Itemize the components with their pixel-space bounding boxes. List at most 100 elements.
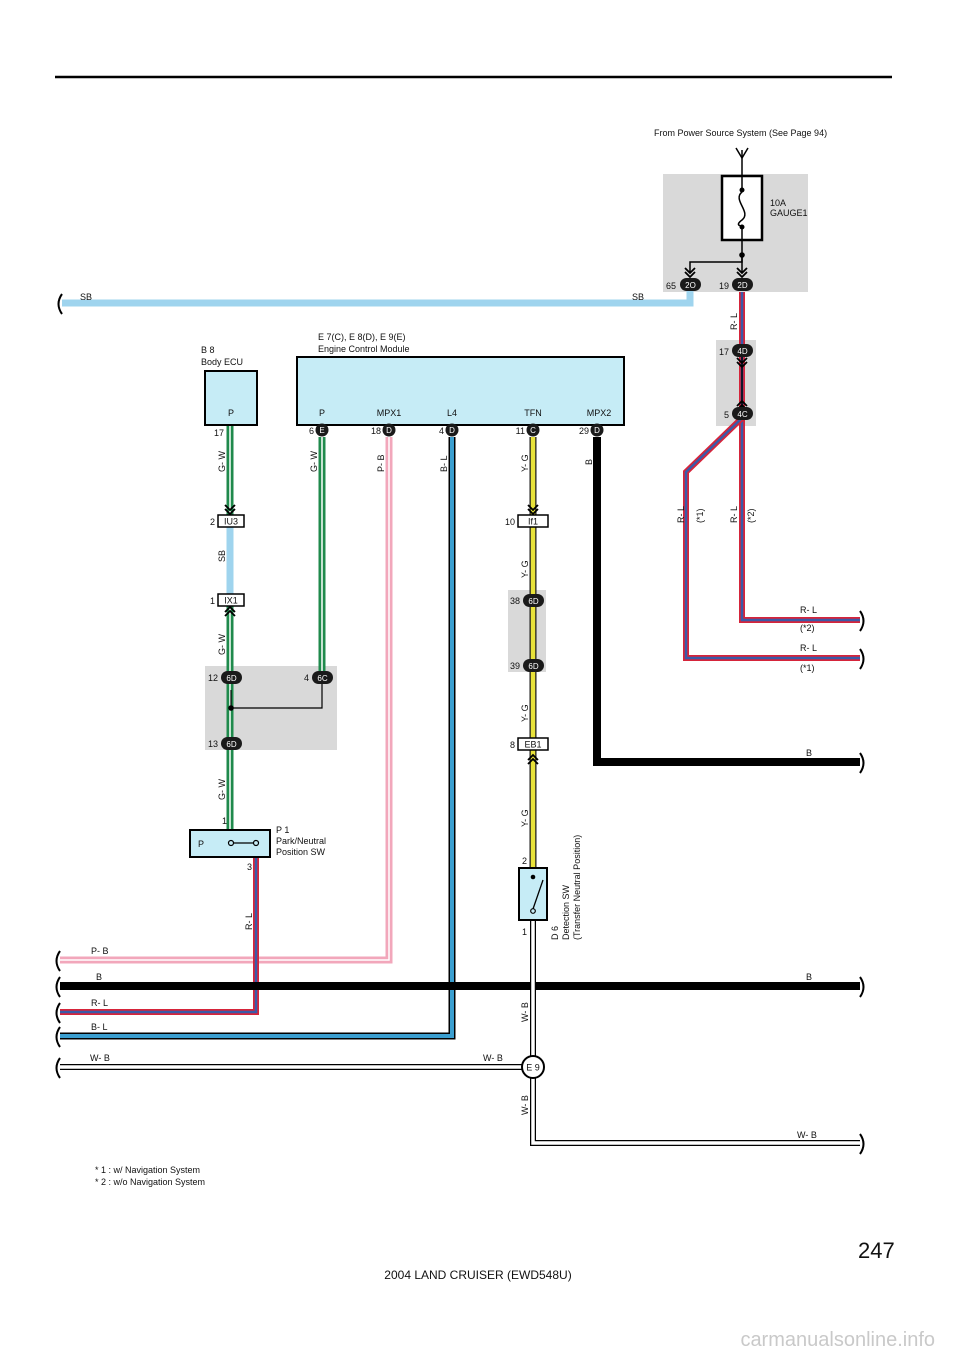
switch-lever-icon bbox=[532, 879, 544, 910]
wire-label-gw-ecm: G- W bbox=[309, 451, 319, 472]
svg-text:12: 12 bbox=[208, 673, 218, 683]
svg-text:D: D bbox=[594, 426, 600, 435]
connector-eb1: 8 EB1 bbox=[510, 737, 549, 751]
svg-text:6D: 6D bbox=[226, 740, 236, 749]
wire-rl-vertical bbox=[739, 292, 860, 623]
wire-bl bbox=[60, 437, 456, 1040]
page-number: 247 bbox=[858, 1238, 895, 1263]
connector-6d-38: 38 6D bbox=[510, 594, 544, 607]
svg-text:6D: 6D bbox=[528, 662, 538, 671]
svg-text:18: 18 bbox=[371, 426, 381, 436]
wire-rl-park-neutral bbox=[60, 856, 259, 1015]
connector-iu3: 2 IU3 bbox=[210, 514, 245, 528]
wire-label-yg-1: Y- G bbox=[520, 454, 530, 472]
wire-sb-main bbox=[62, 283, 694, 307]
wire-label-b-mpx2: B bbox=[584, 459, 594, 465]
connector-ix1: 1 IX1 bbox=[210, 593, 245, 607]
connector-2d: 19 2D bbox=[719, 278, 753, 291]
wire-junction-6d bbox=[230, 684, 323, 709]
svg-text:6: 6 bbox=[309, 426, 314, 436]
svg-text:4D: 4D bbox=[737, 347, 747, 356]
wire-break-marks bbox=[55, 293, 865, 1155]
body-ecu-code: B 8 bbox=[201, 345, 215, 355]
page-title: 2004 LAND CRUISER (EWD548U) bbox=[384, 1268, 571, 1282]
wire-label-wb-right: W- B bbox=[797, 1130, 817, 1140]
connector-4c: 5 4C bbox=[724, 407, 753, 420]
fuse-rating: 10A bbox=[770, 198, 786, 208]
power-source-note: From Power Source System (See Page 94) bbox=[654, 128, 827, 138]
ecm-terminal-mpx2: MPX2 bbox=[587, 408, 612, 418]
watermark: carmanualsonline.info bbox=[740, 1329, 935, 1351]
wire-label-sb-vertical: SB bbox=[217, 550, 227, 562]
wire-pb bbox=[60, 437, 393, 964]
wire-label-pb: P- B bbox=[376, 454, 386, 472]
det-name-1: Detection SW bbox=[561, 884, 571, 940]
svg-text:6C: 6C bbox=[317, 674, 327, 683]
ecm-terminal-tfn: TFN bbox=[524, 408, 542, 418]
wire-label-wb-mid: W- B bbox=[483, 1053, 503, 1063]
pn-name-2: Position SW bbox=[276, 847, 326, 857]
wire-label-star1-right: (*1) bbox=[800, 663, 815, 673]
svg-text:IX1: IX1 bbox=[224, 596, 238, 606]
connector-if1: 10 If1 bbox=[505, 514, 549, 528]
ecm-terminal-mpx1: MPX1 bbox=[377, 408, 402, 418]
ecm-connector-e6: 6 E bbox=[309, 423, 329, 437]
svg-text:38: 38 bbox=[510, 596, 520, 606]
svg-text:2O: 2O bbox=[685, 281, 696, 290]
svg-text:E: E bbox=[319, 426, 324, 435]
power-arrow-icon bbox=[735, 147, 749, 160]
note-star2: * 2 : w/o Navigation System bbox=[95, 1177, 205, 1187]
svg-text:C: C bbox=[530, 426, 536, 435]
connector-6d-13: 13 6D bbox=[208, 737, 242, 750]
svg-text:2: 2 bbox=[210, 517, 215, 527]
wire-rl-star1 bbox=[683, 415, 860, 661]
svg-text:EB1: EB1 bbox=[524, 740, 541, 750]
wire-label-star2-vertical: (*2) bbox=[746, 508, 756, 523]
ground-code: E 9 bbox=[526, 1063, 540, 1073]
pn-name-1: Park/Neutral bbox=[276, 836, 326, 846]
pn-code: P 1 bbox=[276, 825, 289, 835]
fuse-terminal bbox=[739, 187, 745, 193]
wire-label-rl-right-1: R- L bbox=[800, 605, 817, 615]
fuse-name: GAUGE1 bbox=[770, 208, 808, 218]
body-ecu-pin: 17 bbox=[214, 428, 224, 438]
svg-text:4: 4 bbox=[439, 426, 444, 436]
svg-text:39: 39 bbox=[510, 661, 520, 671]
svg-text:17: 17 bbox=[719, 347, 729, 357]
wire-label-bl: B- L bbox=[439, 455, 449, 472]
ecm-connector-d29: 29 D bbox=[579, 423, 604, 437]
svg-text:5: 5 bbox=[724, 410, 729, 420]
svg-text:D: D bbox=[449, 426, 455, 435]
connector-2o: 65 2O bbox=[666, 278, 701, 291]
pn-terminal: P bbox=[198, 839, 204, 849]
det-code: D 6 bbox=[550, 926, 560, 940]
wire-label-gw-1: G- W bbox=[217, 451, 227, 472]
wire-label-rl-pn: R- L bbox=[244, 913, 254, 930]
connector-4d: 17 4D bbox=[719, 344, 753, 357]
wire-b-mpx2 bbox=[593, 437, 860, 766]
wire-label-bl-left: B- L bbox=[91, 1022, 108, 1032]
det-pin-1: 1 bbox=[522, 927, 527, 937]
svg-text:65: 65 bbox=[666, 281, 676, 291]
wire-label-gw-2: G- W bbox=[217, 634, 227, 655]
pn-pin-3: 3 bbox=[247, 862, 252, 872]
wire-label-b-left: B bbox=[96, 972, 102, 982]
ecm-box bbox=[296, 356, 625, 426]
svg-text:6D: 6D bbox=[528, 597, 538, 606]
svg-text:6D: 6D bbox=[226, 674, 236, 683]
wire-label-rl-right-2: R- L bbox=[800, 643, 817, 653]
svg-text:2D: 2D bbox=[737, 281, 747, 290]
wire-label-rl-star1: R- L bbox=[676, 506, 686, 523]
ecm-terminal-l4: L4 bbox=[447, 408, 457, 418]
svg-text:19: 19 bbox=[719, 281, 729, 291]
wire-label-yg-3: Y- G bbox=[520, 704, 530, 722]
body-ecu-name: Body ECU bbox=[201, 357, 243, 367]
body-ecu-terminal: P bbox=[228, 408, 234, 418]
body-ecu-box bbox=[204, 370, 258, 426]
wire-label-sb-right: SB bbox=[632, 292, 644, 302]
svg-text:8: 8 bbox=[510, 740, 515, 750]
wire-label-gw-3: G- W bbox=[217, 779, 227, 800]
connector-6c: 4 6C bbox=[304, 671, 333, 684]
wire-label-rl-top: R- L bbox=[729, 313, 739, 330]
